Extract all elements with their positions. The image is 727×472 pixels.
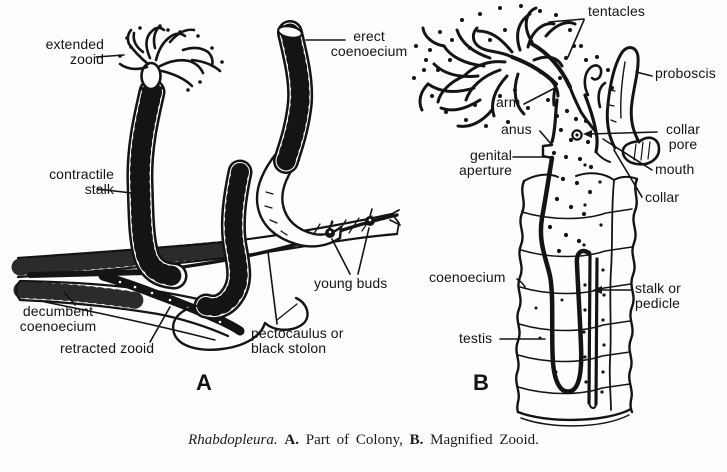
label-coenoecium: coenoecium: [429, 269, 506, 285]
label-mouth: mouth: [655, 161, 695, 177]
panel-b-leader-lines: [499, 18, 658, 340]
caption-b-text: Magnified Zooid.: [430, 432, 539, 448]
panel-b-drawing: [412, 4, 661, 427]
caption-a-label: A.: [284, 432, 299, 448]
panel-a-drawing: [11, 20, 401, 351]
label-pectocaulus: pectocaulus or black stolon: [251, 325, 344, 356]
label-retracted-zooid: retracted zooid: [60, 340, 155, 356]
label-contractile-stalk: contractile stalk: [49, 166, 114, 197]
extended-zooid-tentacles: [118, 26, 222, 88]
trunk-spots: [534, 108, 594, 374]
panel-b-letter: B: [473, 370, 489, 395]
label-tentacles: tentacles: [588, 3, 645, 19]
label-testis: testis: [459, 330, 493, 346]
label-stalk-or-pedicle: stalk or pedicle: [635, 280, 681, 311]
figure-caption: Rhabdopleura. A. Part of Colony, B. Magn…: [0, 432, 727, 449]
panel-a-letter: A: [196, 370, 212, 395]
label-young-buds: young buds: [314, 275, 388, 291]
caption-b-label: B.: [409, 432, 424, 448]
young-buds-knots: [325, 208, 375, 238]
label-arm: arm: [496, 94, 521, 110]
rhabdopleura-illustration: [11, 4, 661, 427]
caption-species: Rhabdopleura.: [188, 432, 278, 448]
caption-a-text: Part of Colony,: [305, 432, 403, 448]
anus-notch: [541, 143, 554, 160]
head-sprigs: [583, 64, 607, 109]
proboscis-shape: [605, 46, 641, 150]
tentacle-bush: [418, 6, 577, 128]
label-decumbent-coenoecium: decumbent coenoecium: [19, 303, 97, 334]
label-genital-aperture: genital aperture: [459, 147, 512, 178]
panel-a-leader-lines: [63, 39, 370, 343]
label-collar: collar: [645, 189, 680, 205]
label-extended-zooid: extended zooid: [45, 36, 104, 67]
extended-zooid-body: [140, 61, 162, 91]
collar-pore-arrowhead: [583, 130, 592, 138]
label-anus: anus: [501, 121, 532, 137]
stalk-line: [587, 254, 592, 405]
label-erect-coenoecium: erect coenoecium: [330, 28, 408, 59]
label-proboscis: proboscis: [655, 65, 716, 81]
label-collar-pore: collar pore: [665, 121, 701, 152]
collar-flap: [621, 136, 661, 166]
stalk-arrowhead: [593, 286, 602, 294]
testis-loop: [538, 155, 592, 394]
